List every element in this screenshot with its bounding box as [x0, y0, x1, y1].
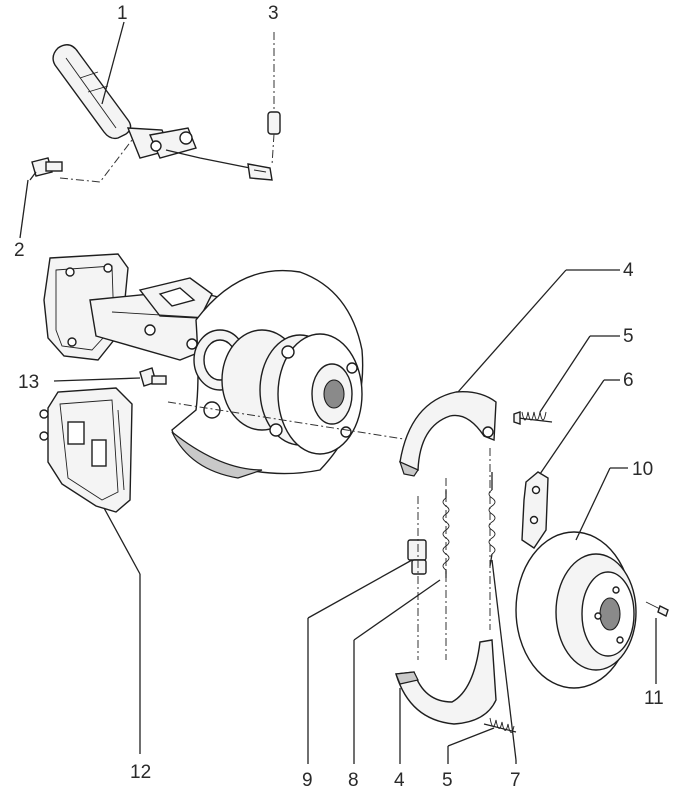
leader-lines	[19, 21, 657, 764]
handbrake-cable	[52, 44, 273, 181]
return-spring-8	[442, 478, 450, 660]
callout-4-bottom: 4	[394, 770, 405, 791]
wheel-hub	[193, 329, 363, 455]
axle-beam	[43, 253, 231, 361]
callout-3: 3	[268, 3, 279, 24]
callout-5-bottom: 5	[442, 770, 453, 791]
return-spring-7	[488, 448, 496, 630]
callout-4-top: 4	[623, 260, 634, 281]
callout-12: 12	[130, 762, 151, 783]
caliper-bolt	[139, 367, 411, 441]
callout-13: 13	[18, 372, 39, 393]
callout-6: 6	[623, 370, 634, 391]
callout-10: 10	[632, 459, 653, 480]
brake-caliper	[39, 387, 133, 513]
upper-brake-shoe	[399, 391, 497, 477]
hold-down-spring-top	[513, 411, 553, 425]
hold-down-spring-bottom	[483, 717, 517, 733]
mounting-bolt	[31, 139, 133, 183]
callout-5-top: 5	[623, 326, 634, 347]
lower-brake-shoe	[395, 639, 497, 725]
drum-screw	[645, 601, 669, 617]
callout-7: 7	[510, 770, 521, 791]
callout-8: 8	[348, 770, 359, 791]
callout-1: 1	[117, 3, 128, 24]
callout-9: 9	[302, 770, 313, 791]
callout-labels: 1 3 2 4 5 13 6 10 11 12 9 8 4 5 7	[14, 3, 664, 791]
callout-11: 11	[644, 688, 664, 709]
callout-2: 2	[14, 240, 25, 261]
cable-end-sleeve	[267, 32, 281, 166]
brake-drum	[515, 531, 637, 689]
adjuster-unit	[407, 496, 427, 660]
adjuster-lever	[521, 471, 549, 549]
